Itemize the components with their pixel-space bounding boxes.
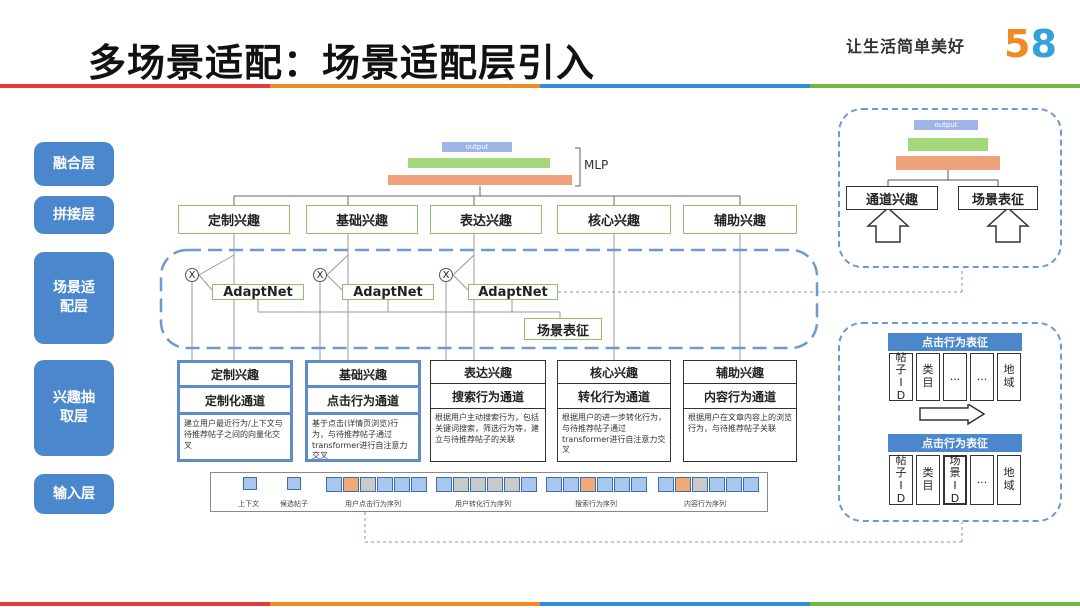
multiply-icon: X — [313, 268, 327, 282]
click-rep-header: 点击行为表征 — [888, 434, 1022, 452]
layer-fusion: 融合层 — [34, 142, 114, 186]
up-arrow-icon — [866, 206, 910, 243]
input-label: 上下文 — [238, 500, 259, 508]
channel-name: 定制化通道 — [180, 388, 290, 415]
field-cell: ... — [970, 353, 994, 401]
channel-name: 点击行为通道 — [308, 388, 418, 415]
channel-column: 基础兴趣 点击行为通道 基于点击(详情页浏览)行为，与待推荐帖子通过transf… — [305, 360, 421, 462]
layer-scene-adapt: 场景适配层 — [34, 252, 114, 344]
channel-interest: 表达兴趣 — [431, 361, 545, 384]
channel-desc: 根据用户主动搜索行为，包括关键词搜索，筛选行为等，建立与待推荐帖子的关联 — [435, 413, 539, 444]
candidate-cell — [287, 477, 301, 490]
input-label: 用户转化行为序列 — [455, 500, 511, 508]
layer-interest-extract: 兴趣抽取层 — [34, 360, 114, 456]
input-label: 用户点击行为序列 — [345, 500, 401, 508]
click-rep-panel — [838, 322, 1062, 522]
logo-58: 58 — [1004, 22, 1057, 66]
up-arrow-icon — [986, 206, 1030, 243]
field-cell: 地域 — [997, 455, 1021, 505]
multiply-icon: X — [439, 268, 453, 282]
channel-column: 定制兴趣 定制化通道 建立用户最近行为/上下文与待推荐帖子之间的向量化交叉 — [177, 360, 293, 462]
multiply-icon: X — [185, 268, 199, 282]
channel-column: 辅助兴趣 内容行为通道 根据用户在文章内容上的浏览行为，与待推荐帖子关联 — [683, 360, 797, 462]
field-cell: ... — [943, 353, 967, 401]
field-cell: 类目 — [916, 353, 940, 401]
interest-core: 核心兴趣 — [557, 205, 671, 234]
channel-name: 内容行为通道 — [684, 384, 796, 409]
output-bar: output — [914, 120, 978, 130]
output-bar: output — [442, 142, 512, 152]
mlp-hidden-bar — [908, 138, 988, 151]
field-cell: ... — [970, 455, 994, 505]
page-title: 多场景适配：场景适配层引入 — [88, 41, 596, 85]
adaptnet-3: AdaptNet — [468, 284, 558, 300]
interest-basic: 基础兴趣 — [306, 205, 418, 234]
click-seq-cells — [326, 477, 427, 492]
field-cell: 地域 — [997, 353, 1021, 401]
down-arrow-icon — [919, 404, 986, 426]
input-label: 搜索行为序列 — [575, 500, 617, 508]
mlp-input-bar — [896, 156, 1000, 170]
layer-concat: 拼接层 — [34, 196, 114, 234]
context-cell — [243, 477, 257, 490]
channel-name: 搜索行为通道 — [431, 384, 545, 409]
adaptnet-2: AdaptNet — [342, 284, 434, 300]
scene-representation: 场景表征 — [524, 318, 602, 340]
footer-stripe — [0, 602, 1080, 606]
interest-express: 表达兴趣 — [430, 205, 542, 234]
layer-input: 输入层 — [34, 474, 114, 514]
interest-aux: 辅助兴趣 — [683, 205, 797, 234]
header-stripe — [0, 84, 1080, 88]
channel-desc: 根据用户在文章内容上的浏览行为，与待推荐帖子关联 — [688, 413, 792, 433]
adaptnet-1: AdaptNet — [212, 284, 304, 300]
input-label: 内容行为序列 — [684, 500, 726, 508]
channel-interest-box: 通道兴趣 — [846, 186, 938, 210]
interest-custom: 定制兴趣 — [178, 205, 290, 234]
channel-desc: 基于点击(详情页浏览)行为，与待推荐帖子通过transformer进行自注意力交… — [312, 419, 408, 461]
channel-column: 表达兴趣 搜索行为通道 根据用户主动搜索行为，包括关键词搜索，筛选行为等，建立与… — [430, 360, 546, 462]
channel-interest: 基础兴趣 — [308, 363, 418, 388]
channel-column: 核心兴趣 转化行为通道 根据用户的进一步转化行为，与待推荐帖子通过transfo… — [557, 360, 671, 462]
field-cell: 类目 — [916, 455, 940, 505]
channel-interest: 核心兴趣 — [558, 361, 670, 384]
mlp-hidden-bar — [408, 158, 550, 168]
search-seq-cells — [546, 477, 647, 492]
channel-name: 转化行为通道 — [558, 384, 670, 409]
fusion-detail-panel — [838, 108, 1062, 268]
channel-desc: 根据用户的进一步转化行为，与待推荐帖子通过transformer进行自注意力交叉 — [562, 413, 666, 455]
right-top-lines — [866, 170, 1030, 243]
content-seq-cells — [658, 477, 759, 492]
channel-desc: 建立用户最近行为/上下文与待推荐帖子之间的向量化交叉 — [184, 419, 283, 450]
channel-interest: 定制兴趣 — [180, 363, 290, 388]
mlp-input-bar — [388, 175, 572, 185]
mlp-label: MLP — [584, 158, 609, 172]
click-rep-header: 点击行为表征 — [888, 333, 1022, 351]
input-label: 候选帖子 — [280, 500, 308, 508]
convert-seq-cells — [436, 477, 537, 492]
scene-rep-box: 场景表征 — [958, 186, 1038, 210]
channel-interest: 辅助兴趣 — [684, 361, 796, 384]
slogan: 让生活简单美好 — [846, 37, 966, 56]
